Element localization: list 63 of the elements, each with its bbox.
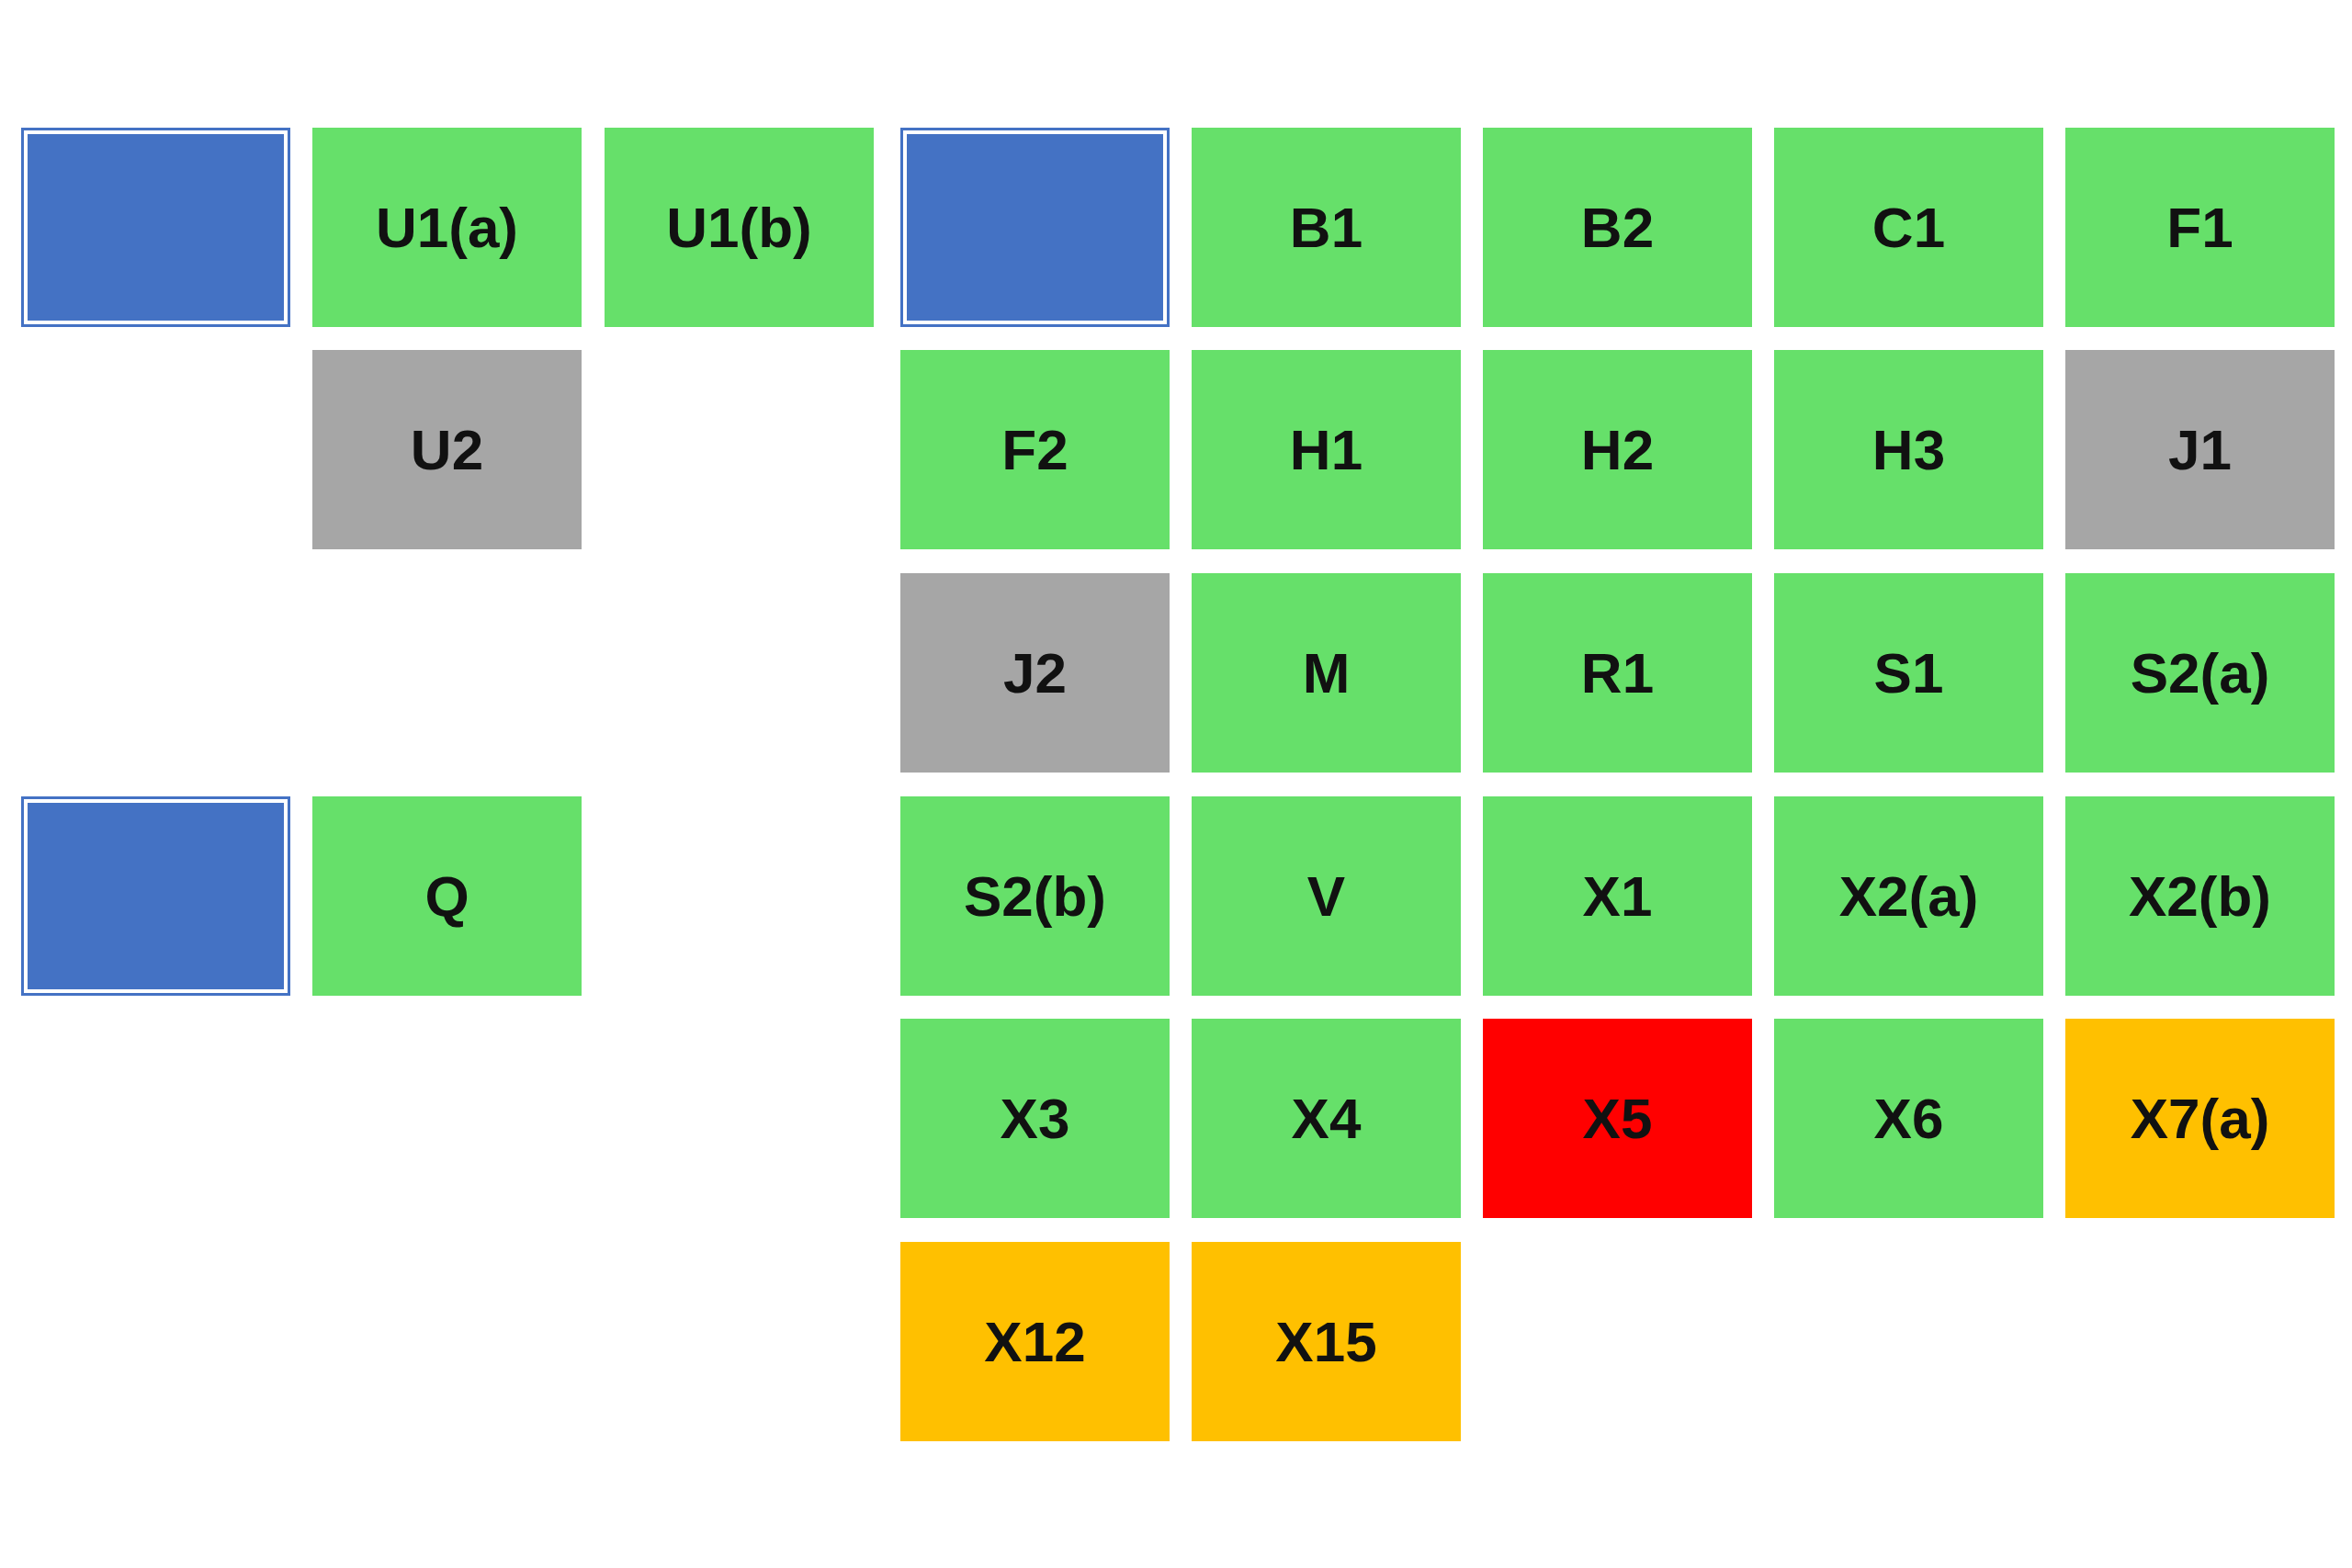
tile-label: J2 <box>1003 640 1067 705</box>
tile-label: X7(a) <box>2130 1086 2270 1151</box>
status-tile <box>1483 350 1752 549</box>
status-tile <box>1192 350 1461 549</box>
tile-label: X2(a) <box>1838 863 1979 929</box>
status-tile <box>1192 1019 1461 1218</box>
status-tile <box>900 350 1170 549</box>
status-tile <box>1192 128 1461 327</box>
status-tile <box>2065 796 2335 996</box>
tile-label: S1 <box>1873 640 1944 705</box>
status-tile <box>900 573 1170 773</box>
tile-label: H1 <box>1289 417 1363 482</box>
tile-label: B2 <box>1580 195 1655 260</box>
status-tile <box>1192 1242 1461 1441</box>
tile-label: X12 <box>984 1309 1086 1374</box>
tile-label: U2 <box>410 417 484 482</box>
status-tile <box>1192 796 1461 996</box>
tile-label: B1 <box>1289 195 1363 260</box>
status-tile <box>1774 796 2043 996</box>
tile-label: F1 <box>2166 195 2233 260</box>
tile-label: X4 <box>1291 1086 1362 1151</box>
tile-label: S2(b) <box>964 863 1106 929</box>
tile-label: H3 <box>1871 417 1946 482</box>
status-tile <box>1774 128 2043 327</box>
tile-label: C1 <box>1871 195 1946 260</box>
blank-tile <box>21 128 290 327</box>
tile-label: X2(b) <box>2129 863 2271 929</box>
tile-label: X3 <box>1000 1086 1070 1151</box>
status-tile <box>2065 573 2335 773</box>
tile-label: R1 <box>1580 640 1655 705</box>
status-tile <box>1483 1019 1752 1218</box>
tile-label: U1(b) <box>666 195 812 260</box>
status-tile <box>1483 128 1752 327</box>
blank-tile <box>21 796 290 996</box>
tile-label: X15 <box>1275 1309 1377 1374</box>
tile-label: U1(a) <box>376 195 518 260</box>
status-tile <box>312 350 582 549</box>
status-tile <box>2065 1019 2335 1218</box>
status-tile <box>1774 350 2043 549</box>
tile-label: F2 <box>1001 417 1069 482</box>
tile-label: S2(a) <box>2130 640 2270 705</box>
status-tile <box>900 1019 1170 1218</box>
status-tile <box>1483 573 1752 773</box>
tile-label: Q <box>424 863 469 929</box>
status-tile <box>900 796 1170 996</box>
status-tile <box>2065 128 2335 327</box>
tile-label: H2 <box>1580 417 1655 482</box>
blank-tile <box>900 128 1170 327</box>
status-tile <box>605 128 874 327</box>
status-tile <box>900 1242 1170 1441</box>
status-tile <box>1774 573 2043 773</box>
status-tile <box>1483 796 1752 996</box>
tile-label: X1 <box>1582 863 1653 929</box>
tile-label: M <box>1302 640 1351 705</box>
status-tile <box>2065 350 2335 549</box>
tile-label: X5 <box>1582 1086 1653 1151</box>
tile-label: J1 <box>2168 417 2232 482</box>
tile-label: X6 <box>1873 1086 1944 1151</box>
status-tile <box>312 796 582 996</box>
status-tile <box>1192 573 1461 773</box>
status-tile <box>1774 1019 2043 1218</box>
status-tile <box>312 128 582 327</box>
tile-label: V <box>1306 863 1346 929</box>
